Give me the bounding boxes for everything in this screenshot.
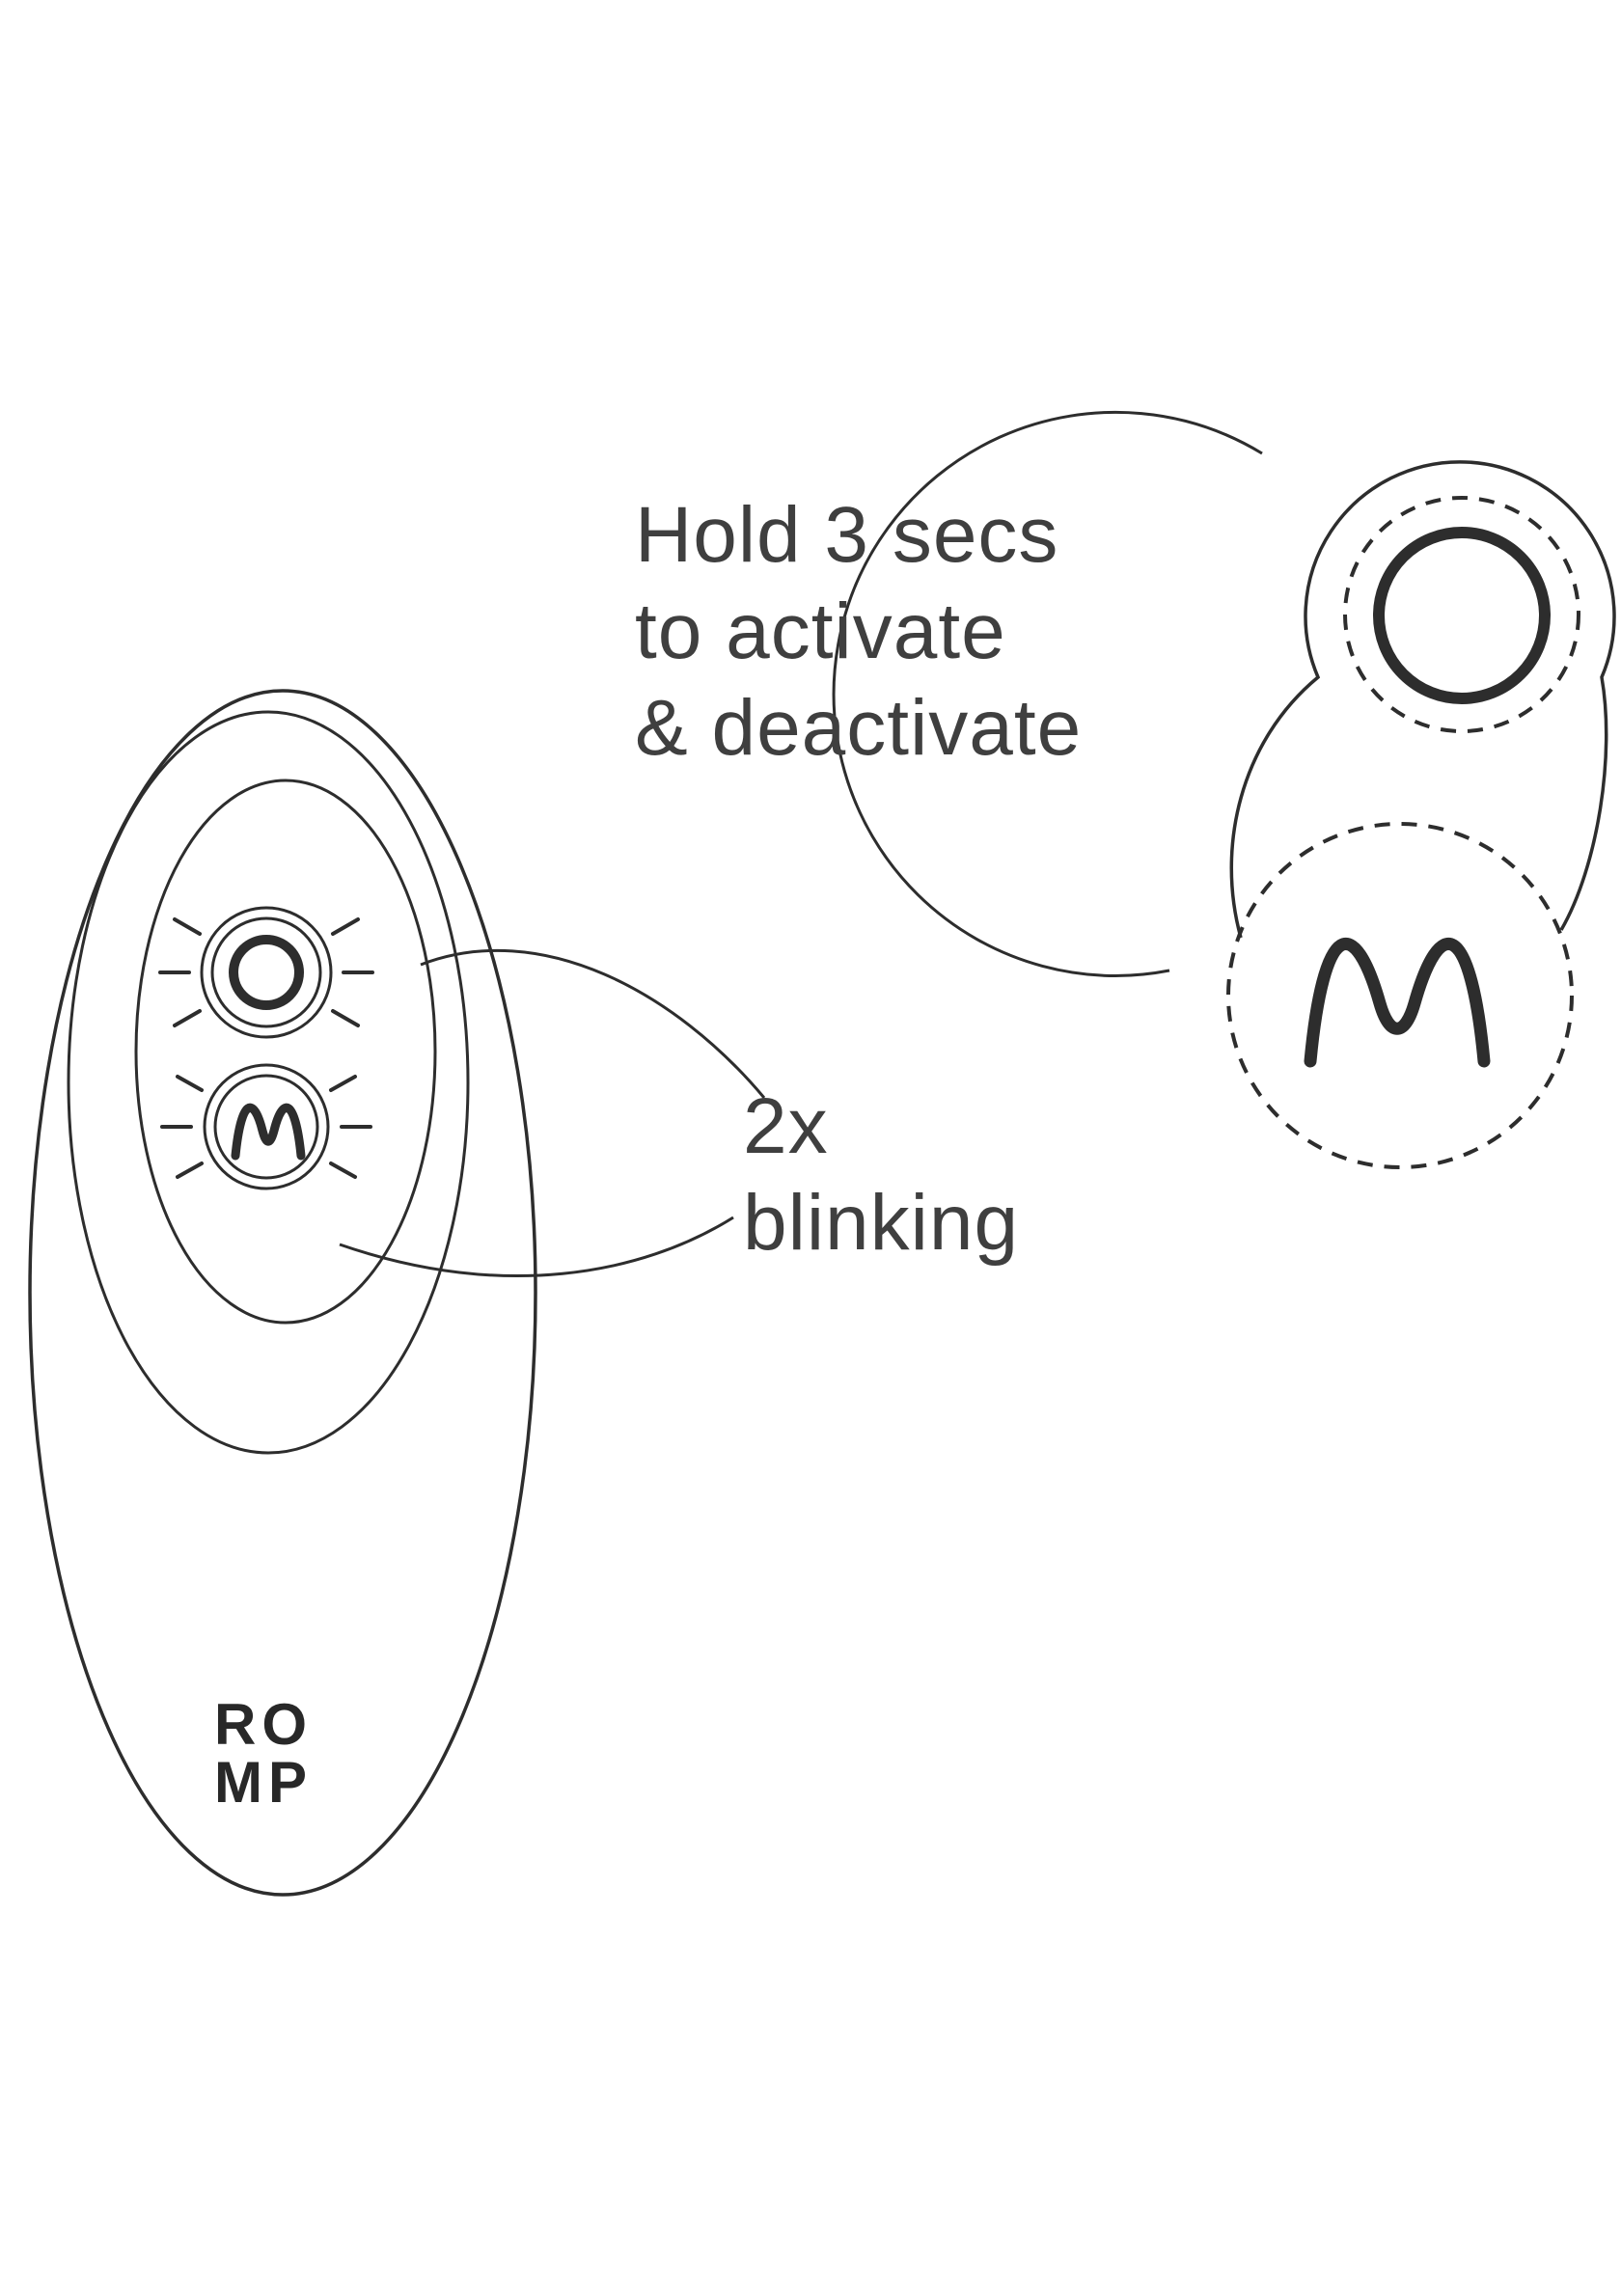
blink-ray — [173, 1009, 202, 1027]
blink-ray — [331, 1009, 360, 1027]
power-circle-button-icon — [200, 906, 333, 1039]
blink-callout-curve-top — [420, 948, 766, 1099]
blink-callout-curve-bottom — [339, 1216, 734, 1277]
control-panel-oval — [134, 779, 437, 1325]
blink-ray — [331, 917, 360, 936]
blink-ray — [176, 1075, 204, 1092]
blink-ray — [173, 917, 202, 936]
blink-ray — [176, 1162, 204, 1179]
hold-instruction-text: Hold 3 secs to activate & deactivate — [635, 487, 1082, 777]
ring-dashed-zone — [1343, 496, 1580, 733]
ring-hole-outline — [1373, 527, 1551, 704]
hold-instruction-line1: Hold 3 secs — [635, 491, 1059, 579]
blink-ray — [329, 1162, 357, 1179]
remote-body-outline — [28, 689, 537, 1897]
hold-instruction-line2: to activate — [635, 588, 1006, 675]
closeup-silhouette-outline — [1229, 460, 1616, 939]
wearable-closeup-group — [1226, 460, 1616, 1169]
blink-ray — [329, 1075, 357, 1092]
m-wave-button-icon — [203, 1063, 330, 1190]
remote-face-outline — [67, 710, 470, 1455]
blinking-label-line1: 2x — [743, 1082, 829, 1170]
romp-logo-line2: MP — [214, 1750, 313, 1815]
romp-logo-line1: RO — [214, 1692, 313, 1757]
m-wave-logo-icon — [1304, 938, 1491, 1068]
remote-control-group — [28, 689, 537, 1897]
hold-instruction-line3: & deactivate — [635, 684, 1083, 772]
romp-brand-logo: RO MP — [214, 1696, 313, 1812]
blink-rays-icon — [158, 917, 374, 1179]
callout-lines-group — [339, 410, 1263, 1277]
hold-callout-arc — [832, 410, 1263, 977]
blinking-label-line2: blinking — [743, 1179, 1020, 1267]
body-dashed-zone — [1226, 822, 1574, 1169]
blinking-label-text: 2x blinking — [743, 1079, 1019, 1271]
